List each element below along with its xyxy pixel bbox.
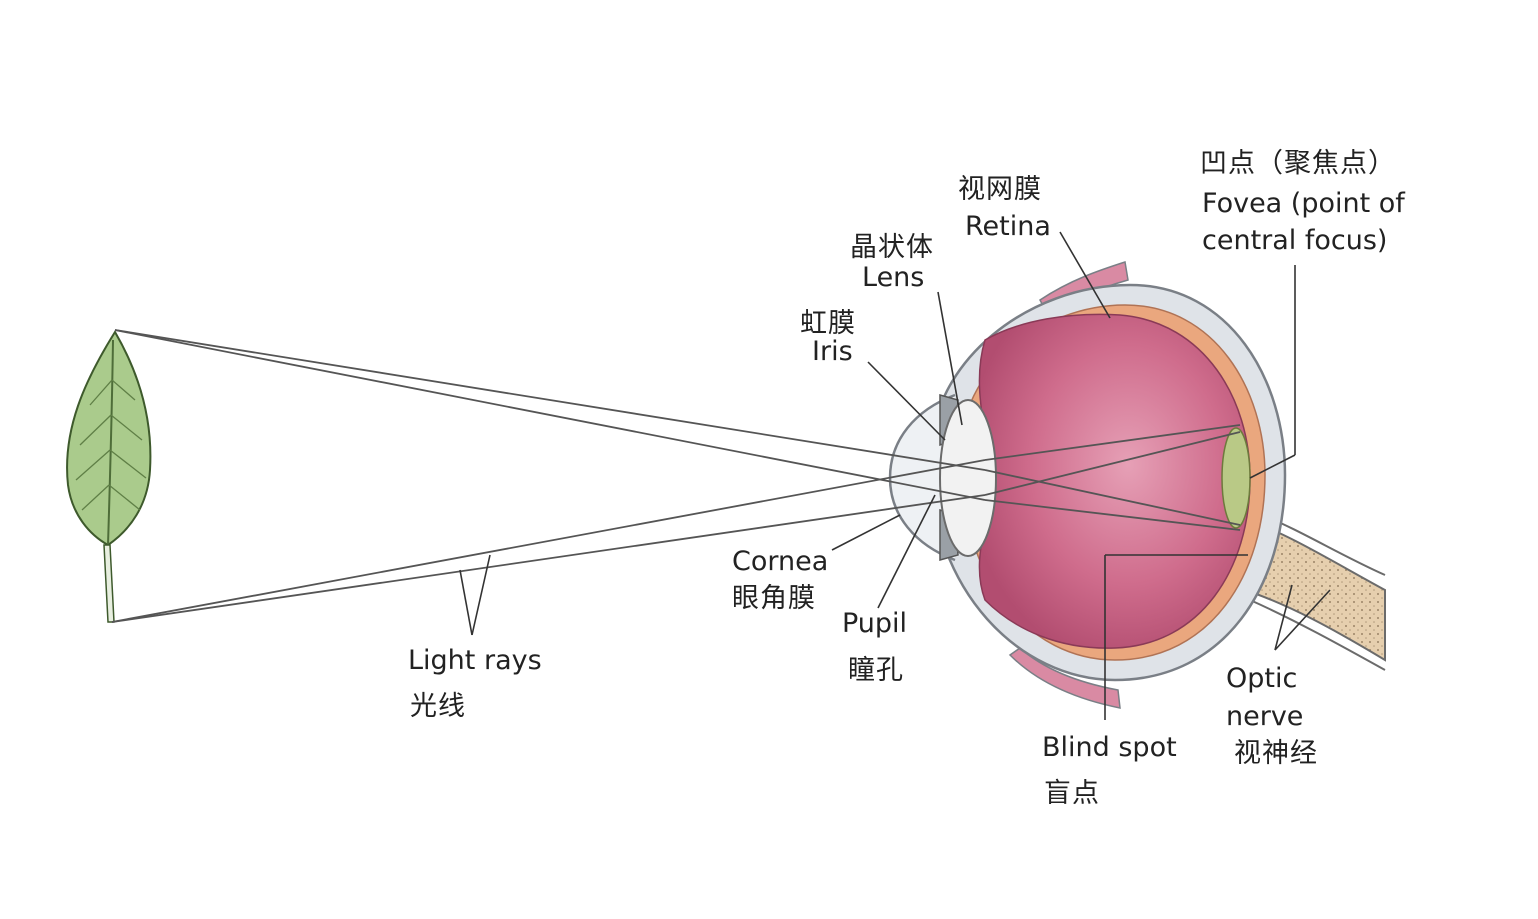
optic-nerve-label-1: Optic [1226, 663, 1298, 694]
optic-nerve-sheath-bottom [1249, 599, 1386, 671]
lens-label-cn: 晶状体 [850, 232, 934, 263]
retina-label-cn: 视网膜 [958, 174, 1042, 205]
leaf-veins [75, 379, 147, 511]
pupil-label-en: Pupil [842, 608, 908, 639]
optic-nerve-label-cn: 视神经 [1234, 738, 1318, 769]
light-rays [111, 329, 1241, 623]
blind-spot-label-en: Blind spot [1042, 732, 1177, 763]
leaf-midrib [107, 339, 114, 546]
leader-lines [459, 231, 1331, 720]
vitreous-body [978, 313, 1251, 649]
optic-nerve-label-2: nerve [1226, 701, 1304, 732]
retina-label-en: Retina [965, 211, 1051, 242]
leaf-stem [103, 544, 115, 623]
fovea-label-en-1: Fovea (point of [1202, 188, 1405, 219]
optic-nerve [1243, 518, 1386, 662]
fovea-label-cn: 凹点（聚焦点） [1200, 148, 1396, 179]
iris-label-en: Iris [812, 336, 853, 367]
fovea-label-en-2: central focus) [1202, 225, 1388, 256]
fovea-shape [1221, 427, 1251, 529]
lens-shape [939, 399, 997, 557]
eye-muscle-bottom [1008, 647, 1121, 709]
cornea-label-en: Cornea [732, 546, 829, 577]
lens-label-en: Lens [862, 262, 925, 293]
cornea-label-cn: 眼角膜 [732, 583, 816, 614]
iris-label-cn: 虹膜 [800, 308, 856, 339]
light-rays-label-cn: 光线 [410, 691, 466, 722]
light-rays-label-en: Light rays [408, 645, 542, 676]
pupil-label-cn: 瞳孔 [848, 655, 904, 686]
blind-spot-label-cn: 盲点 [1044, 778, 1100, 809]
